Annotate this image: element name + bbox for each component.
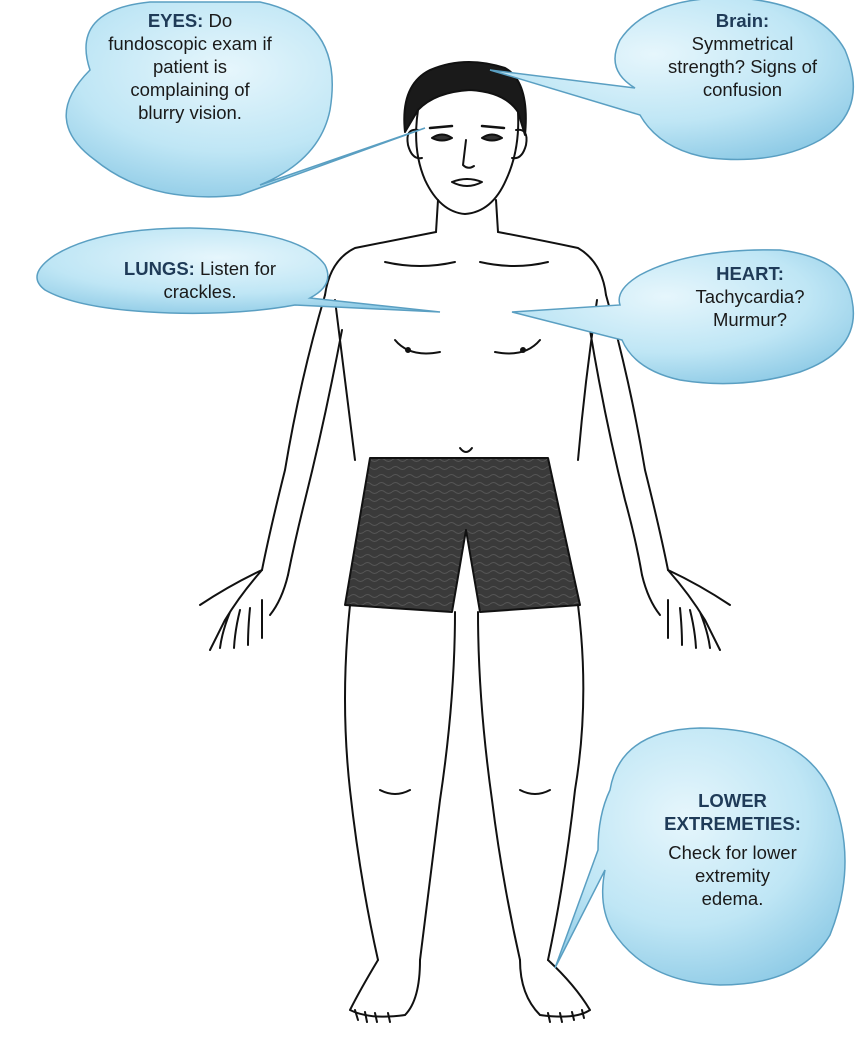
eyes-text-2: fundoscopic exam if [70, 32, 310, 55]
heart-text-2: Murmur? [660, 308, 840, 331]
brain-label: Brain: [640, 9, 845, 32]
lower-text-3: edema. [640, 887, 825, 910]
lungs-text-1: Listen for [200, 258, 276, 279]
head [416, 110, 518, 214]
eyes-text-5: blurry vision. [70, 101, 310, 124]
heart-callout-text: HEART: Tachycardia? Murmur? [660, 262, 840, 331]
shorts [345, 458, 580, 612]
brain-text-2: strength? Signs of [640, 55, 845, 78]
heart-text-1: Tachycardia? [660, 285, 840, 308]
heart-label: HEART: [660, 262, 840, 285]
eyes-text-4: complaining of [70, 78, 310, 101]
lower-label-2: EXTREMETIES: [640, 812, 825, 835]
brain-text-1: Symmetrical [640, 32, 845, 55]
eyes-text-3: patient is [70, 55, 310, 78]
brain-callout-text: Brain: Symmetrical strength? Signs of co… [640, 9, 845, 101]
lower-text-2: extremity [640, 864, 825, 887]
lower-extremities-callout-text: LOWER EXTREMETIES: Check for lower extre… [640, 789, 825, 910]
eyes-callout-text: EYES: Do fundoscopic exam if patient is … [70, 9, 310, 124]
lungs-label: LUNGS: [124, 258, 195, 279]
eyes-text-1: Do [209, 10, 233, 31]
lungs-text-2: crackles. [85, 280, 315, 303]
lungs-callout-text: LUNGS: Listen for crackles. [85, 257, 315, 303]
lower-label-1: LOWER [640, 789, 825, 812]
lower-text-1: Check for lower [640, 841, 825, 864]
brain-text-3: confusion [640, 78, 845, 101]
eyes-label: EYES: [148, 10, 204, 31]
